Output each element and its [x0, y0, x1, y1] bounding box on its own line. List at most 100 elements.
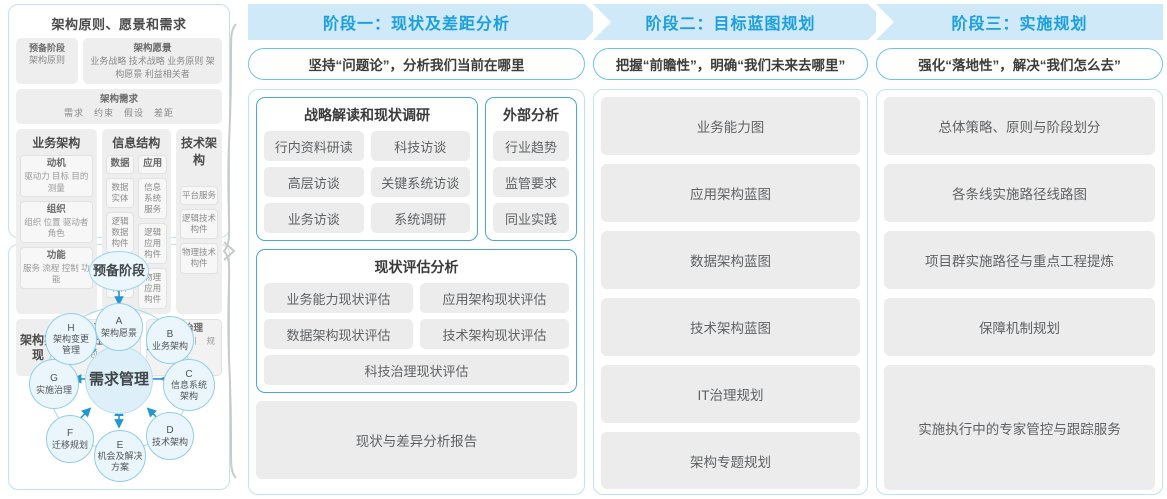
ba-item-organization: 组织 组织 位置 驱动者 角色	[20, 201, 93, 243]
strategy-research-row-1: 行内资料研读 科技访谈	[264, 131, 470, 161]
chip-exec-interview[interactable]: 高层访谈	[264, 167, 364, 197]
chip-architecture-topic-plan[interactable]: 架构专题规划	[601, 432, 860, 489]
chip-peer-practice[interactable]: 同业实践	[493, 203, 569, 233]
data-entity: 数据实体	[105, 177, 135, 208]
adm-cycle-panel: 预备阶段 需求管理 A 架构愿景 B 业务架构 C 信息系统架构	[8, 244, 230, 490]
adm-node-a-key: A	[115, 316, 123, 328]
architecture-requirements-sub: 需求 约束 假设 差距	[63, 107, 174, 118]
information-app-col: 应用 信息系统服务 逻辑应用构件 物理应用构件	[138, 155, 167, 310]
external-analysis-group: 外部分析 行业趋势 监管要求 同业实践	[485, 97, 577, 241]
chip-application-architecture-assessment[interactable]: 应用架构现状评估	[420, 283, 569, 313]
phase-1-subtitle: 坚持“问题论”，分析我们当前在哪里	[248, 48, 585, 80]
adm-node-preliminary-label: 预备阶段	[92, 263, 145, 279]
adm-node-f[interactable]: F 迁移规划	[46, 415, 94, 463]
ba-item-motivation: 动机 驱动力 目标 目的 测量	[20, 155, 93, 198]
chip-technology-architecture-blueprint[interactable]: 技术架构蓝图	[601, 298, 860, 356]
chip-it-governance-assessment[interactable]: 科技治理现状评估	[264, 355, 569, 385]
physical-application-component: 物理应用构件	[138, 267, 167, 310]
framework-vision-row: 预备阶段 架构原则 架构愿景 业务战略 技术战略 业务原则 架构愿景 利益相关者	[16, 38, 222, 85]
framework-title: 架构原则、愿景和需求	[51, 17, 187, 32]
adm-node-requirements-management[interactable]: 需求管理	[85, 346, 153, 414]
chip-program-roadmap[interactable]: 项目群实施路径与重点工程提炼	[884, 231, 1155, 289]
technology-architecture-column: 技术架构 平台服务 逻辑技术构件 物理技术构件	[175, 129, 222, 315]
external-analysis-title: 外部分析	[503, 107, 559, 123]
adm-node-c[interactable]: C 信息系统架构	[163, 359, 215, 411]
business-architecture-column: 业务架构 动机 驱动力 目标 目的 测量 组织 组织 位置 驱动者 角色 功能 …	[16, 129, 97, 315]
prep-stage-box: 预备阶段 架构原则	[16, 38, 78, 85]
ba-item-motivation-sub: 驱动力 目标 目的 测量	[24, 171, 89, 193]
technology-architecture-title: 技术架构	[180, 136, 217, 168]
logical-application-component: 逻辑应用构件	[138, 222, 167, 264]
assessment-row-2: 数据架构现状评估 技术架构现状评估	[264, 319, 569, 349]
architecture-vision-box: 架构愿景 业务战略 技术战略 业务原则 架构愿景 利益相关者	[83, 38, 222, 85]
phase-column-1: 阶段一：现状及差距分析 坚持“问题论”，分析我们当前在哪里 战略解读和现状调研 …	[248, 4, 603, 495]
adm-node-d-label: 技术架构	[151, 436, 188, 447]
chip-gap-analysis-report[interactable]: 现状与差异分析报告	[256, 401, 577, 479]
adm-node-b-key: B	[166, 329, 174, 341]
adm-node-e[interactable]: E 机会及解决方案	[94, 430, 146, 482]
ba-item-function-sub: 服务 流程 控制 功能	[23, 262, 90, 285]
adm-node-h[interactable]: H 架构变更管理	[45, 313, 97, 365]
chip-business-interview[interactable]: 业务访谈	[264, 203, 364, 233]
chip-assurance-mechanism-plan[interactable]: 保障机制规划	[884, 298, 1155, 356]
ba-item-organization-head: 组织	[46, 204, 66, 216]
adm-node-c-label: 信息系统架构	[170, 380, 207, 401]
phase-2-body: 业务能力图 应用架构蓝图 数据架构蓝图 技术架构蓝图 IT治理规划 架构专题规划	[593, 89, 868, 495]
ba-item-function-head: 功能	[46, 249, 66, 261]
prep-stage-sub: 架构原则	[28, 55, 65, 66]
chip-tech-interview[interactable]: 科技访谈	[370, 131, 470, 161]
application-head: 应用	[138, 155, 167, 174]
chip-data-architecture-assessment[interactable]: 数据架构现状评估	[264, 319, 413, 349]
ba-item-organization-sub: 组织 位置 驱动者 角色	[24, 216, 89, 239]
adm-node-h-label: 架构变更管理	[52, 334, 89, 355]
chip-business-capability-map[interactable]: 业务能力图	[601, 97, 860, 155]
phase-1-research-row: 战略解读和现状调研 行内资料研读 科技访谈 高层访谈 关键系统访谈 业务访谈 系…	[256, 97, 577, 249]
information-structure-title: 信息结构	[112, 136, 161, 151]
chip-internal-docs[interactable]: 行内资料研读	[264, 131, 364, 161]
adm-node-e-key: E	[116, 439, 124, 451]
current-state-assessment-title: 现状评估分析	[374, 259, 459, 275]
adm-node-d[interactable]: D 技术架构	[146, 412, 194, 460]
chip-technology-architecture-assessment[interactable]: 技术架构现状评估	[420, 319, 569, 349]
chip-application-architecture-blueprint[interactable]: 应用架构蓝图	[601, 164, 860, 222]
chip-business-capability-assessment[interactable]: 业务能力现状评估	[264, 283, 413, 313]
chip-industry-trend[interactable]: 行业趋势	[493, 131, 569, 161]
adm-node-b[interactable]: B 业务架构	[146, 316, 194, 364]
strategy-research-title: 战略解读和现状调研	[304, 107, 430, 123]
chip-system-survey[interactable]: 系统调研	[370, 203, 470, 233]
adm-node-g[interactable]: G 实施治理	[29, 359, 79, 409]
logical-data-component: 逻辑数据构件	[105, 211, 135, 253]
data-head: 数据	[105, 155, 135, 174]
architecture-requirements-head: 架构需求	[99, 94, 138, 106]
adm-node-a-label: 架构愿景	[100, 327, 137, 338]
ba-item-function: 功能 服务 流程 控制 功能	[20, 246, 93, 289]
adm-node-a[interactable]: A 架构愿景	[95, 303, 143, 351]
adm-diagram: 预备阶段 需求管理 A 架构愿景 B 业务架构 C 信息系统架构	[13, 249, 225, 485]
chip-data-architecture-blueprint[interactable]: 数据架构蓝图	[601, 231, 860, 289]
chip-key-system-interview[interactable]: 关键系统访谈	[370, 167, 470, 197]
adm-node-e-label: 机会及解决方案	[97, 451, 143, 472]
prep-stage-head: 预备阶段	[28, 43, 65, 53]
left-column: 架构原则、愿景和需求 预备阶段 架构原则 架构愿景 业务战略 技术战略 业务原则…	[8, 4, 230, 495]
strategy-research-group: 战略解读和现状调研 行内资料研读 科技访谈 高层访谈 关键系统访谈 业务访谈 系…	[256, 97, 478, 241]
adm-node-f-label: 迁移规划	[51, 439, 88, 450]
information-structure-grid: 数据 数据实体 逻辑数据构件 物理数据构件 应用 信息系统服务 逻辑应用构件 物…	[105, 155, 167, 310]
adm-node-f-key: F	[66, 428, 74, 440]
phase-3-body: 总体策略、原则与阶段划分 各条线实施路径线路图 项目群实施路径与重点工程提炼 保…	[876, 89, 1163, 495]
phase-3-banner-label: 阶段三：实施规划	[951, 16, 1088, 33]
phase-3-subtitle: 强化“落地性”，解决“我们怎么去”	[876, 48, 1163, 80]
phases-area: 阶段一：现状及差距分析 坚持“问题论”，分析我们当前在哪里 战略解读和现状调研 …	[248, 4, 1163, 495]
adm-node-preliminary[interactable]: 预备阶段	[89, 251, 149, 291]
chip-regulatory-requirement[interactable]: 监管要求	[493, 167, 569, 197]
chip-overall-strategy[interactable]: 总体策略、原则与阶段划分	[884, 97, 1155, 155]
chip-line-roadmap[interactable]: 各条线实施路径线路图	[884, 164, 1155, 222]
adm-node-center-label: 需求管理	[88, 371, 149, 388]
adm-node-g-label: 实施治理	[35, 384, 72, 395]
chip-expert-control-service[interactable]: 实施执行中的专家管控与跟踪服务	[884, 365, 1155, 490]
phase-1-banner: 阶段一：现状及差距分析	[248, 4, 603, 40]
chip-it-governance-plan[interactable]: IT治理规划	[601, 365, 860, 423]
phase-1-banner-label: 阶段一：现状及差距分析	[322, 16, 510, 33]
information-system-service: 信息系统服务	[138, 177, 167, 219]
architecture-vision-sub: 业务战略 技术战略 业务原则 架构愿景 利益相关者	[90, 56, 215, 79]
adm-node-g-key: G	[50, 373, 58, 385]
